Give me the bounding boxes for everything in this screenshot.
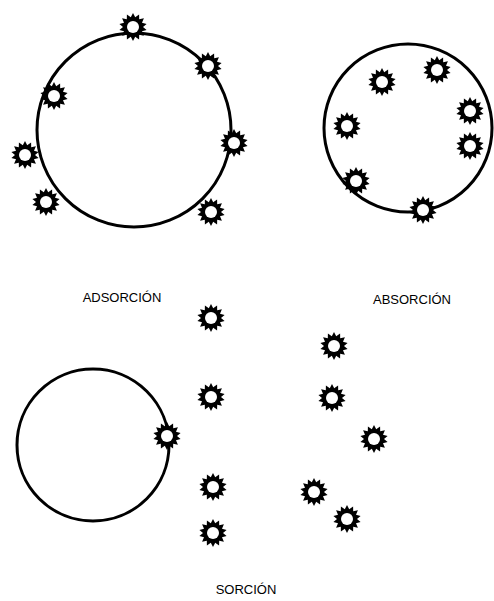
particle-core [202, 60, 214, 72]
particle-star [456, 97, 483, 125]
particle-core [464, 105, 476, 117]
particle-core [417, 204, 429, 216]
particle-core [341, 513, 353, 525]
particle-star [197, 198, 224, 226]
particle-core [19, 149, 31, 161]
particle-star [197, 383, 224, 411]
particle-star [342, 167, 369, 195]
particle-star [153, 422, 180, 450]
particle-core [207, 527, 219, 539]
particle-core [341, 120, 353, 132]
particle-core [127, 21, 139, 33]
particle-core [161, 430, 173, 442]
particle-core [205, 206, 217, 218]
particle-star [40, 82, 67, 110]
particle-star [11, 141, 38, 169]
particle-core [431, 64, 443, 76]
particle-star [360, 425, 387, 453]
particle-core [376, 76, 388, 88]
particle-star [197, 304, 224, 332]
particle-core [205, 391, 217, 403]
process-label: ABSORCIÓN [373, 292, 451, 307]
particle-core [205, 312, 217, 324]
particle-core [326, 392, 338, 404]
particle-core [228, 137, 240, 149]
particle-star [333, 505, 360, 533]
particle-star [300, 478, 327, 506]
particle-core [328, 340, 340, 352]
particle-star [194, 52, 221, 80]
particle-star [423, 56, 450, 84]
sorbent-circle [17, 369, 169, 521]
particle-star [320, 332, 347, 360]
particle-star [119, 13, 146, 41]
particle-star [456, 132, 483, 160]
particle-star [32, 188, 59, 216]
particle-star [318, 384, 345, 412]
particle-core [464, 140, 476, 152]
particle-star [199, 519, 226, 547]
particle-core [48, 90, 60, 102]
particle-core [350, 175, 362, 187]
particle-core [308, 486, 320, 498]
adsorbent-circle [37, 33, 231, 227]
process-label: SORCIÓN [216, 582, 277, 597]
particle-core [368, 433, 380, 445]
absorbent-circle [324, 44, 492, 212]
process-label: ADSORCIÓN [83, 290, 162, 305]
particle-star [409, 196, 436, 224]
particle-star [368, 68, 395, 96]
particle-star [220, 129, 247, 157]
particle-star [199, 473, 226, 501]
particle-core [40, 196, 52, 208]
particle-star [333, 112, 360, 140]
particle-core [207, 481, 219, 493]
